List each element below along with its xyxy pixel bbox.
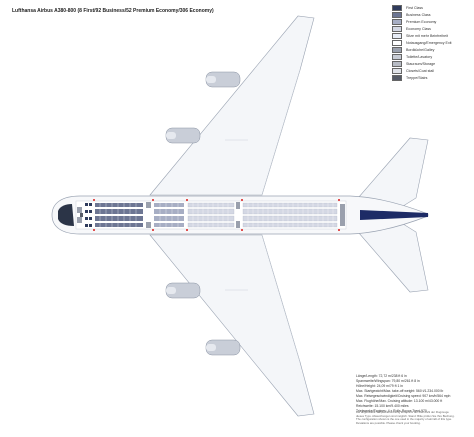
stairs-icon: [80, 213, 83, 217]
business-class-seat-icon: [392, 11, 402, 18]
engine-outer-upper: [205, 71, 241, 88]
footnote-line: dieses Typs. Abweichungen sind möglich. …: [356, 413, 455, 418]
seats-economy: [187, 202, 338, 228]
seat-row-lines: [99, 202, 334, 228]
legend-label: Closets/Coat stall: [406, 68, 434, 73]
legend-label: Toilette/Lavatory: [406, 54, 433, 59]
tail-accent: [360, 210, 428, 220]
spec-line: Max. Startgewicht/Max. take-off weight: …: [356, 389, 444, 393]
spec-line: Triebwerke/Engines: 4 x Rolls-Royce Tren…: [356, 409, 427, 413]
spec-line: Reichweite: 15.100 km/9.400 miles: [356, 404, 409, 408]
engine-inner-upper: [165, 127, 201, 144]
engine-outer-lower: [205, 339, 241, 356]
legend-item: Economy Class: [392, 25, 472, 32]
legend-label: Treppe/Stairs: [406, 75, 428, 80]
spec-line: Länge/Length: 72,72 m/238 ft 6 in: [356, 374, 407, 378]
flap-line-upper: [261, 69, 301, 196]
legend-item: Sitze mit mehr Beinfreiheit: [392, 32, 472, 39]
footnote-line: Deviations are possible. Please check yo…: [356, 420, 421, 425]
footnote-line: Die abgebildete Sitzplatzanordnung entsp…: [356, 410, 449, 414]
footnote: Die abgebildete Sitzplatzanordnung entsp…: [356, 410, 470, 425]
seats-first-class: [85, 203, 92, 227]
legend-item: Premium Economy: [392, 18, 472, 25]
emergency-exit-icon: [392, 39, 402, 46]
seats-business-class: [95, 203, 143, 227]
seats-premium-economy: [154, 203, 184, 227]
legend-label: Bordküche/Galley: [406, 47, 435, 52]
first-class-seat-icon: [392, 4, 402, 11]
engine-inner-lower: [165, 282, 201, 299]
legend-item: Treppe/Stairs: [392, 74, 472, 81]
legend-label: Economy Class: [406, 26, 431, 31]
storage-icon: [392, 60, 402, 67]
emergency-exit-markers: [93, 199, 340, 231]
galley-icon: [392, 46, 402, 53]
lavatory-icon: [392, 53, 402, 60]
legend-item: Closets/Coat stall: [392, 67, 472, 74]
diagram-title: Lufthansa Airbus A380-800 (8 First/92 Bu…: [12, 8, 214, 14]
extra-legroom-seat-icon: [392, 32, 402, 39]
legend-item: Toilette/Lavatory: [392, 53, 472, 60]
spec-line: Max. Reisegeschwindigkeit/Cruising speed…: [356, 394, 451, 398]
legend-item: Bordküche/Galley: [392, 46, 472, 53]
spec-line: Max. Flughöhe/Max. Cruising altitude: 13…: [356, 399, 443, 403]
closet-icon: [392, 67, 402, 74]
spec-line: Höhe/Height: 24,09 m/79 ft 1 in: [356, 384, 403, 388]
premium-economy-seat-icon: [392, 18, 402, 25]
wing-lower: [149, 234, 315, 417]
legend-label: First Class: [406, 5, 423, 10]
flap-line-lower: [261, 234, 301, 363]
legend-item: Stauraum/Storage: [392, 60, 472, 67]
stairs-icon: [392, 74, 402, 81]
legend-label: Premium Economy: [406, 19, 437, 24]
wing-upper: [149, 15, 315, 196]
legend-label: Business Class: [406, 12, 431, 17]
legend-label: Stauraum/Storage: [406, 61, 436, 66]
legend-label: Notausgang/Emergency Exit: [406, 40, 452, 45]
legend-label: Sitze mit mehr Beinfreiheit: [406, 33, 448, 38]
legend-item: Notausgang/Emergency Exit: [392, 39, 472, 46]
legend-item: Business Class: [392, 11, 472, 18]
spec-line: Spannweite/Wingspan: 79,80 m/261 ft 8 in: [356, 379, 420, 383]
legend-item: First Class: [392, 4, 472, 11]
galley-blocks: [77, 202, 345, 228]
cockpit: [58, 204, 74, 226]
economy-seat-icon: [392, 25, 402, 32]
footnote-line: The configuration shown is the one used …: [356, 417, 452, 422]
